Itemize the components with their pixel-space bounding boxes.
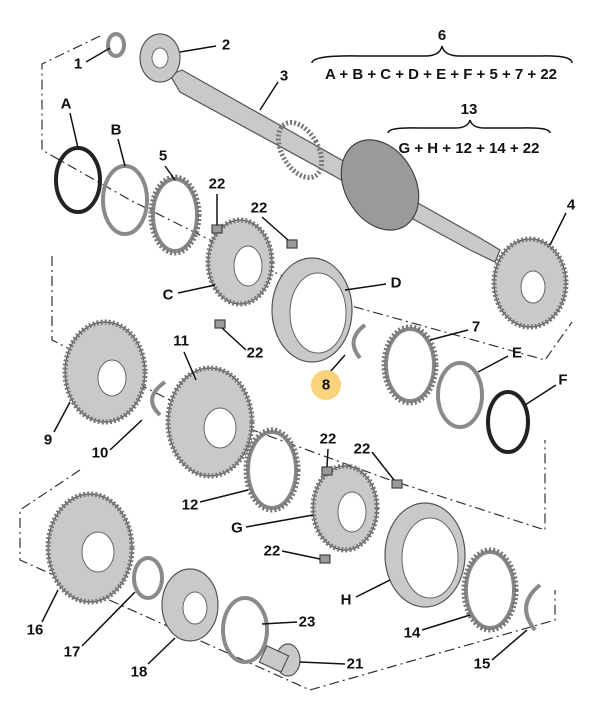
label-21: 21 [347, 656, 364, 673]
label-E: E [512, 345, 522, 362]
key-22 [391, 479, 403, 489]
key-22 [286, 239, 298, 249]
label-3: 3 [280, 68, 288, 85]
highlight-8 [311, 370, 341, 400]
label-22: 22 [209, 176, 226, 193]
group-6-number: 6 [438, 27, 446, 44]
key-22 [211, 224, 223, 234]
label-11: 11 [173, 333, 189, 350]
label-7: 7 [472, 319, 480, 336]
label-4: 4 [567, 197, 576, 214]
circlip-23 [221, 596, 269, 664]
circlip-1 [106, 32, 126, 58]
clip-15 [524, 583, 542, 632]
label-22: 22 [247, 345, 264, 362]
label-22: 22 [320, 431, 337, 448]
clip-10 [150, 380, 167, 417]
label-C: C [163, 287, 174, 304]
group-lower-boundary [19, 469, 556, 691]
brace-13 [387, 119, 551, 134]
group-13-boundary [51, 256, 546, 531]
shaft-3 [169, 69, 501, 263]
key-22 [319, 554, 331, 564]
key-22 [321, 466, 333, 476]
label-H: H [341, 592, 352, 609]
brace-6 [311, 45, 573, 64]
label-22: 22 [354, 441, 371, 458]
label-5: 5 [159, 148, 167, 165]
label-F: F [558, 372, 567, 389]
label-9: 9 [44, 432, 52, 449]
label-22: 22 [264, 543, 281, 560]
group-13-number: 13 [461, 101, 478, 118]
key-22 [214, 319, 226, 329]
clip-8 [351, 323, 367, 360]
ring-A [54, 146, 102, 214]
label-22: 22 [251, 200, 268, 217]
washer-17 [132, 556, 164, 600]
group-6-formula: A + B + C + D + E + F + 5 + 7 + 22 [325, 66, 557, 83]
leader-lines [41, 45, 567, 665]
label-2: 2 [222, 37, 230, 54]
ring-F [486, 390, 530, 454]
ring-B [101, 164, 149, 236]
label-1: 1 [74, 56, 82, 73]
label-15: 15 [474, 656, 491, 673]
label-B: B [111, 122, 122, 139]
label-14: 14 [404, 625, 421, 642]
group-6-boundary [41, 35, 573, 361]
group-13-formula: G + H + 12 + 14 + 22 [399, 140, 540, 157]
label-17: 17 [64, 644, 81, 661]
label-18: 18 [131, 664, 148, 681]
label-8: 8 [322, 377, 330, 394]
label-16: 16 [27, 622, 44, 639]
shaft-gear-section [340, 139, 420, 231]
label-12: 12 [182, 497, 199, 514]
ring-E [436, 361, 484, 429]
label-23: 23 [299, 614, 316, 631]
label-A: A [61, 96, 72, 113]
label-D: D [391, 275, 402, 292]
label-G: G [231, 520, 243, 537]
label-10: 10 [92, 445, 109, 462]
